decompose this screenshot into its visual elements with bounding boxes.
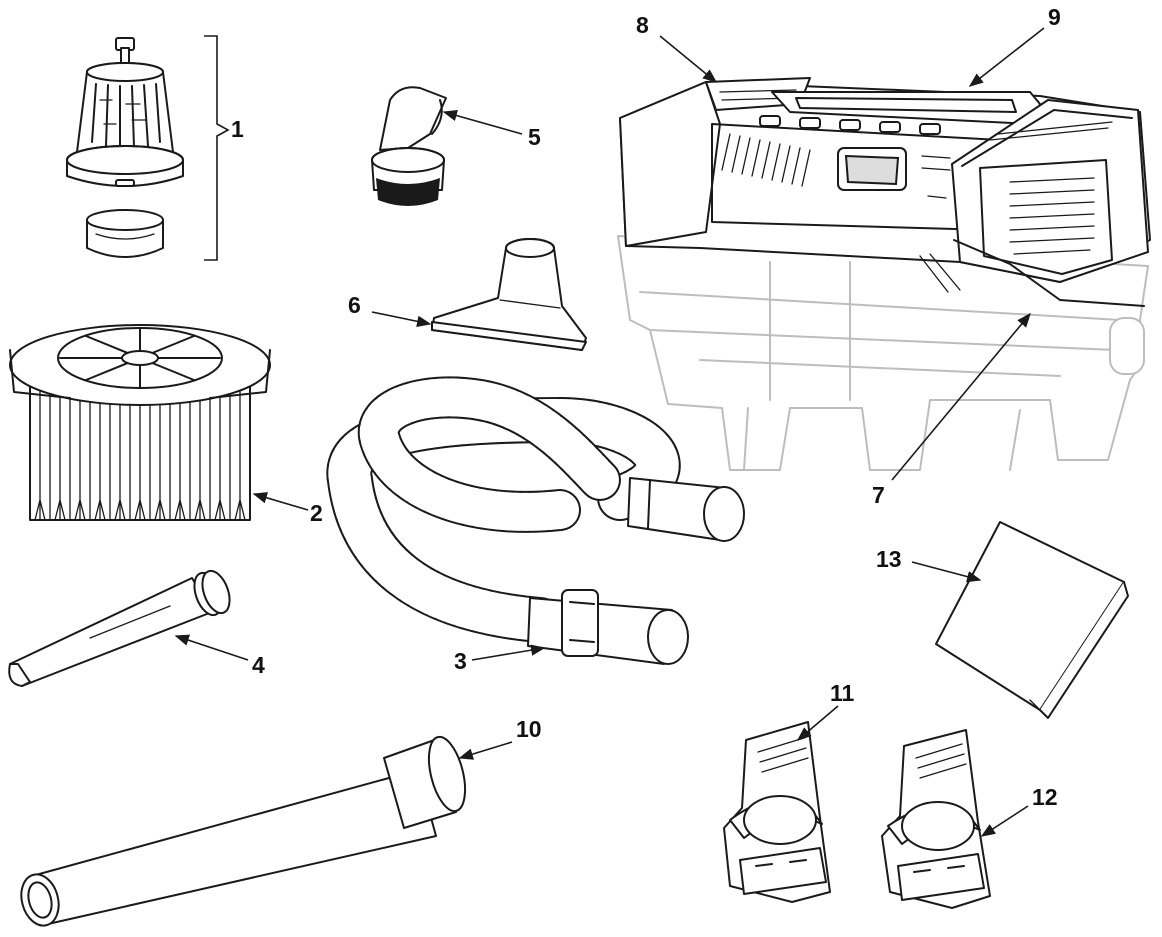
part-label-13: 13 bbox=[876, 546, 902, 572]
part-label-2: 2 bbox=[310, 500, 323, 526]
part-label-11: 11 bbox=[830, 680, 855, 706]
vacuum-head bbox=[619, 77, 1151, 307]
part-1-bracket bbox=[204, 35, 230, 261]
part-label-6: 6 bbox=[348, 292, 361, 318]
part-label-3: 3 bbox=[454, 648, 467, 674]
extension-wand-part bbox=[20, 735, 467, 927]
utility-nozzle-part bbox=[431, 238, 587, 351]
part-label-4: 4 bbox=[252, 652, 265, 678]
part-label-9: 9 bbox=[1048, 4, 1061, 30]
crevice-tool-part bbox=[8, 569, 231, 687]
owners-manual-part bbox=[935, 521, 1129, 719]
hose-part bbox=[326, 376, 745, 665]
part-label-1: 1 bbox=[231, 116, 244, 142]
pleated-filter-part bbox=[9, 324, 271, 521]
filter-cage-part bbox=[66, 37, 184, 187]
part-label-10: 10 bbox=[516, 716, 542, 742]
leader-lines bbox=[174, 27, 1045, 837]
dusting-brush-part bbox=[371, 86, 447, 206]
part-label-7: 7 bbox=[872, 482, 885, 508]
hose-clip-part-12 bbox=[881, 729, 991, 909]
vacuum-tank bbox=[617, 235, 1149, 471]
part-label-5: 5 bbox=[528, 124, 541, 150]
hose-clip-part-11 bbox=[723, 721, 831, 903]
part-label-12: 12 bbox=[1032, 784, 1058, 810]
part-label-8: 8 bbox=[636, 12, 649, 38]
retainer-ring-part bbox=[86, 209, 164, 258]
